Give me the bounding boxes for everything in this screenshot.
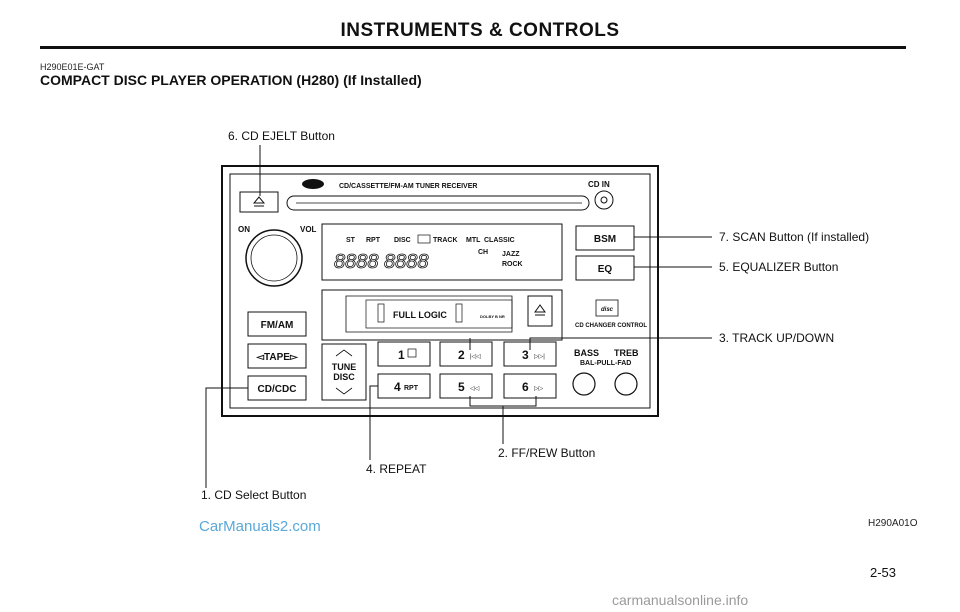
tape-eject-icon — [534, 304, 546, 316]
preset-1-label: 1 — [398, 348, 405, 362]
svg-text:▷▷|: ▷▷| — [534, 354, 545, 360]
cd-cdc-label: CD/CDC — [258, 384, 297, 395]
display-rpt: RPT — [366, 237, 381, 244]
preset-4-button — [377, 373, 431, 399]
preset-3-label: 3 — [522, 348, 529, 362]
preset-1-button — [377, 341, 431, 367]
radio-faceplate — [229, 173, 651, 409]
tune-disc-rocker — [321, 343, 367, 401]
svg-text:disc: disc — [601, 307, 614, 313]
watermark-right: carmanualsonline.info — [612, 592, 749, 608]
eject-button — [239, 191, 279, 213]
preset-5-button — [439, 373, 493, 399]
treb-label: TREB — [614, 348, 639, 358]
compact-disc-logo — [595, 299, 619, 317]
eject-icon — [252, 196, 266, 207]
watermark-left: CarManuals2.com — [199, 518, 321, 535]
callout-ffrew: 2. FF/REW Button — [498, 446, 596, 460]
page-header-title: INSTRUMENTS & CONTROLS — [340, 20, 620, 41]
display-digits: 8888 8888 — [334, 251, 429, 273]
receiver-label: CD/CASSETTE/FM-AM TUNER RECEIVER — [339, 183, 477, 190]
preset-5-label: 5 — [458, 380, 465, 394]
display-mtl: MTL — [466, 237, 481, 244]
document-code: H290E01E-GAT — [40, 62, 105, 72]
treb-knob — [614, 372, 638, 396]
display-st: ST — [346, 237, 356, 244]
callout-scan: 7. SCAN Button (If installed) — [719, 230, 870, 244]
bass-knob — [572, 372, 596, 396]
page-number: 2-53 — [870, 565, 897, 580]
display-jazz: JAZZ — [502, 251, 520, 258]
svg-text:◁◁: ◁◁ — [470, 386, 480, 392]
tape-label: ◅TAPE▻ — [255, 352, 299, 363]
leader-cd-select — [205, 387, 248, 488]
header-rule — [40, 46, 906, 49]
display-track: TRACK — [433, 237, 458, 244]
cd-changer-label: CD CHANGER CONTROL — [575, 323, 647, 329]
leader-repeat — [369, 385, 378, 460]
preset-2-button — [439, 341, 493, 367]
fm-am-button — [247, 311, 307, 337]
display-classic: CLASSIC — [484, 237, 515, 244]
bass-label: BASS — [574, 348, 599, 358]
tape-eject-button — [527, 295, 553, 327]
brand-logo — [302, 179, 324, 189]
preset-6-button — [503, 373, 557, 399]
rpt-label: RPT — [404, 385, 419, 392]
svg-text:▷▷: ▷▷ — [534, 386, 544, 392]
display-rock: ROCK — [502, 261, 523, 268]
callout-cd-eject: 6. CD EJELT Button — [228, 129, 335, 143]
lcd-display — [321, 223, 563, 281]
svg-text:|◁◁: |◁◁ — [470, 354, 481, 360]
preset-6-label: 6 — [522, 380, 529, 394]
callout-equalizer: 5. EQUALIZER Button — [719, 260, 839, 274]
vol-label: VOL — [300, 225, 317, 234]
cd-cdc-button — [247, 375, 307, 401]
eq-button — [575, 255, 635, 281]
display-disc: DISC — [394, 237, 411, 244]
callout-repeat: 4. REPEAT — [366, 462, 427, 476]
tape-button — [247, 343, 307, 369]
preset-4-label: 4 — [394, 380, 401, 394]
bsm-label: BSM — [594, 234, 616, 245]
callout-track: 3. TRACK UP/DOWN — [719, 331, 835, 345]
tune-label: TUNE — [332, 362, 357, 372]
cassette-door — [365, 299, 513, 329]
full-logic-label: FULL LOGIC — [393, 310, 447, 320]
section-title: COMPACT DISC PLAYER OPERATION (H280) (If… — [40, 72, 422, 88]
eq-label: EQ — [598, 264, 613, 275]
preset-2-label: 2 — [458, 348, 465, 362]
bsm-button — [575, 225, 635, 251]
dolby-label: DOLBY B NR — [480, 314, 505, 319]
display-ch: CH — [478, 249, 488, 256]
figure-id: H290A01O — [868, 518, 918, 529]
fm-am-label: FM/AM — [261, 320, 294, 331]
disc-label: DISC — [333, 372, 355, 382]
on-label: ON — [238, 225, 250, 234]
cd-in-label: CD IN — [588, 180, 610, 189]
callout-cd-select: 1. CD Select Button — [201, 488, 307, 502]
bal-pull-fad-label: BAL-PULL-FAD — [580, 360, 631, 367]
